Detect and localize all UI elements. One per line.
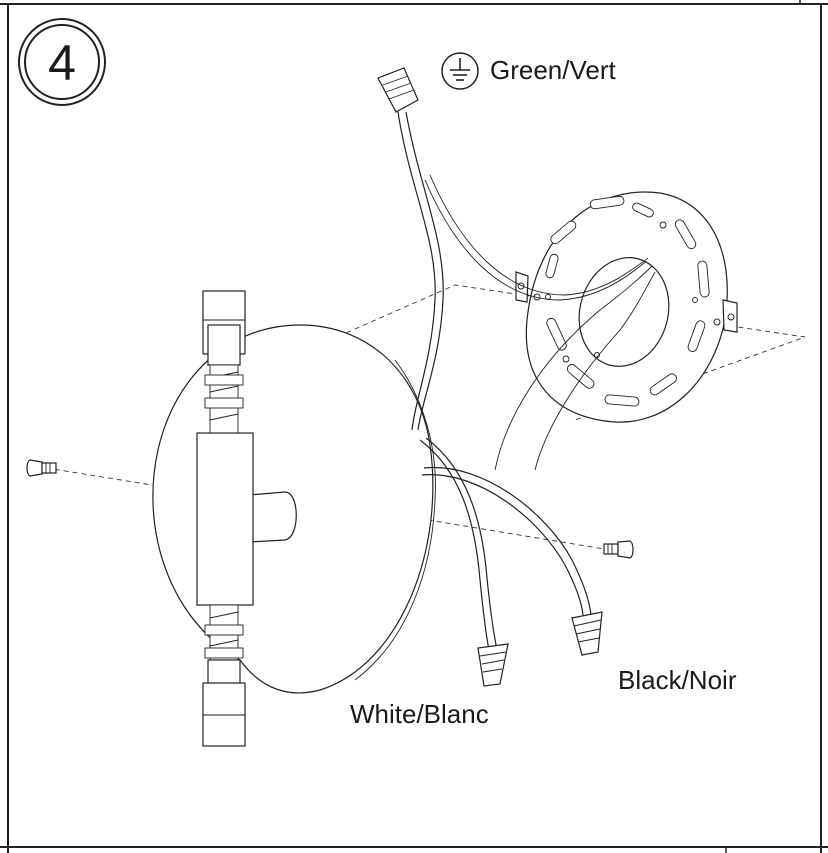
- center-stem: [249, 491, 297, 543]
- step-badge: 4: [18, 18, 106, 106]
- mounting-plate: [515, 191, 738, 423]
- ground-wire-label: Green/Vert: [490, 55, 617, 85]
- ground-connector: [377, 67, 419, 113]
- white-connector: [477, 643, 509, 687]
- right-screw: [603, 540, 634, 559]
- step-number: 4: [48, 35, 76, 91]
- left-screw: [26, 459, 57, 477]
- ground-symbol-icon: [441, 52, 479, 90]
- wires: [397, 111, 656, 651]
- ground-label-group: Green/Vert: [441, 52, 617, 90]
- white-wire-label: White/Blanc: [350, 699, 489, 729]
- black-wire-label: Black/Noir: [618, 665, 737, 695]
- black-connector: [571, 611, 603, 656]
- lamp-arm: [196, 290, 254, 747]
